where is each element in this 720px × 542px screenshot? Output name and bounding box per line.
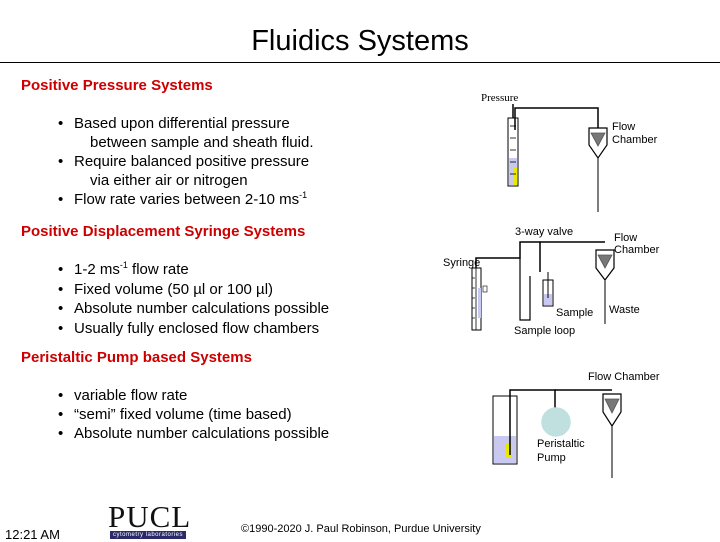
valve-line [475, 241, 541, 272]
label-waste: Waste [609, 304, 640, 316]
sample-loop-tube [519, 258, 531, 321]
label-sample: Sample [556, 307, 594, 319]
bullet-item: Fixed volume (50 µl or 100 µl) [58, 280, 438, 300]
bullet-text: Absolute number calculations possible [74, 300, 330, 317]
flow-chamber-body [588, 127, 608, 160]
bullet-text: 1-2 ms [74, 261, 120, 278]
bullet-text: Require balanced positive pressure [74, 153, 310, 170]
label-peristaltic-line2: Pump [537, 452, 566, 464]
positive-pressure-bullets: Based upon differential pressure between… [58, 114, 438, 209]
flow-chamber-tip-2 [597, 254, 613, 269]
bullet-item: Usually fully enclosed flow chambers [58, 319, 438, 339]
bullet-item: Based upon differential pressure between… [58, 114, 438, 152]
pucl-logo-subtitle: cytometry laboratories [110, 531, 186, 539]
bullet-text-continued: via either air or nitrogen [90, 172, 248, 189]
bullet-text-continued: between sample and sheath fluid. [90, 134, 314, 151]
sample-reservoir [492, 395, 518, 465]
bullet-item: Absolute number calculations possible [58, 424, 438, 443]
peristaltic-bullets: variable flow rate “semi” fixed volume (… [58, 386, 438, 443]
section-heading-positive-pressure: Positive Pressure Systems [21, 77, 213, 94]
label-flow-chamber-1-line2: Chamber [612, 134, 658, 146]
footer-time: 12:21 AM [5, 527, 60, 542]
reservoir-fluid [494, 436, 516, 463]
pressure-system-diagram [507, 104, 608, 212]
label-flow-chamber-2-line2: Chamber [614, 244, 660, 256]
label-three-way-valve: 3-way valve [515, 226, 574, 238]
bullet-item: Require balanced positive pressure via e… [58, 152, 438, 190]
flow-chamber-tip [590, 132, 606, 147]
bullet-text: Based upon differential pressure [74, 115, 290, 132]
flow-chamber-body-3 [602, 393, 622, 428]
flow-chamber-tip-3 [604, 398, 620, 414]
bullet-item: variable flow rate [58, 386, 438, 405]
label-flow-chamber-1-line1: Flow [612, 121, 636, 133]
pucl-logo: PUCL [108, 499, 192, 534]
sheath-tube [514, 107, 599, 130]
reservoir-sample [506, 443, 512, 457]
label-syringe: Syringe [443, 257, 481, 269]
syringe-bullets: 1-2 ms-1 flow rate Fixed volume (50 µl o… [58, 260, 438, 338]
bullet-text: variable flow rate [74, 387, 188, 404]
section-heading-syringe: Positive Displacement Syringe Systems [21, 223, 306, 240]
syringe-system-diagram [471, 241, 615, 331]
label-flow-chamber-3: Flow Chamber [588, 371, 660, 383]
peristaltic-pump [541, 407, 571, 437]
label-sample-loop: Sample loop [514, 325, 576, 337]
flow-chamber-body-2 [595, 249, 615, 281]
label-peristaltic-line1: Peristaltic [537, 438, 585, 450]
label-pressure: Pressure [481, 92, 519, 104]
footer-copyright: ©1990-2020 J. Paul Robinson, Purdue Univ… [241, 523, 481, 535]
bullet-text: Usually fully enclosed flow chambers [74, 319, 320, 337]
bullet-text: Flow rate varies between 2-10 ms [74, 191, 300, 208]
bullet-text: Fixed volume (50 µl or 100 µl) [74, 280, 274, 298]
syringe-fluid [478, 288, 481, 318]
bullet-superscript: -1 [119, 260, 128, 270]
section-heading-peristaltic: Peristaltic Pump based Systems [21, 349, 252, 366]
sample-fluid-2 [544, 294, 552, 305]
sample-fluid [513, 168, 517, 185]
peristaltic-system-diagram [492, 389, 622, 478]
pump-tube [509, 389, 556, 455]
bullet-item: 1-2 ms-1 flow rate [58, 260, 438, 280]
bullet-text: Absolute number calculations possible [74, 425, 330, 442]
bullet-text-tail: flow rate [127, 261, 189, 278]
bullet-item: “semi” fixed volume (time based) [58, 405, 438, 424]
bullet-item: Absolute number calculations possible [58, 299, 438, 319]
syringe-plunger-tip [482, 285, 488, 293]
title-underline [0, 62, 720, 63]
bullet-text: “semi” fixed volume (time based) [74, 406, 292, 423]
slide-title: Fluidics Systems [251, 25, 469, 57]
bullet-item: Flow rate varies between 2-10 ms-1 [58, 190, 438, 209]
bullet-superscript: -1 [299, 190, 308, 200]
label-flow-chamber-2-line1: Flow [614, 232, 638, 244]
